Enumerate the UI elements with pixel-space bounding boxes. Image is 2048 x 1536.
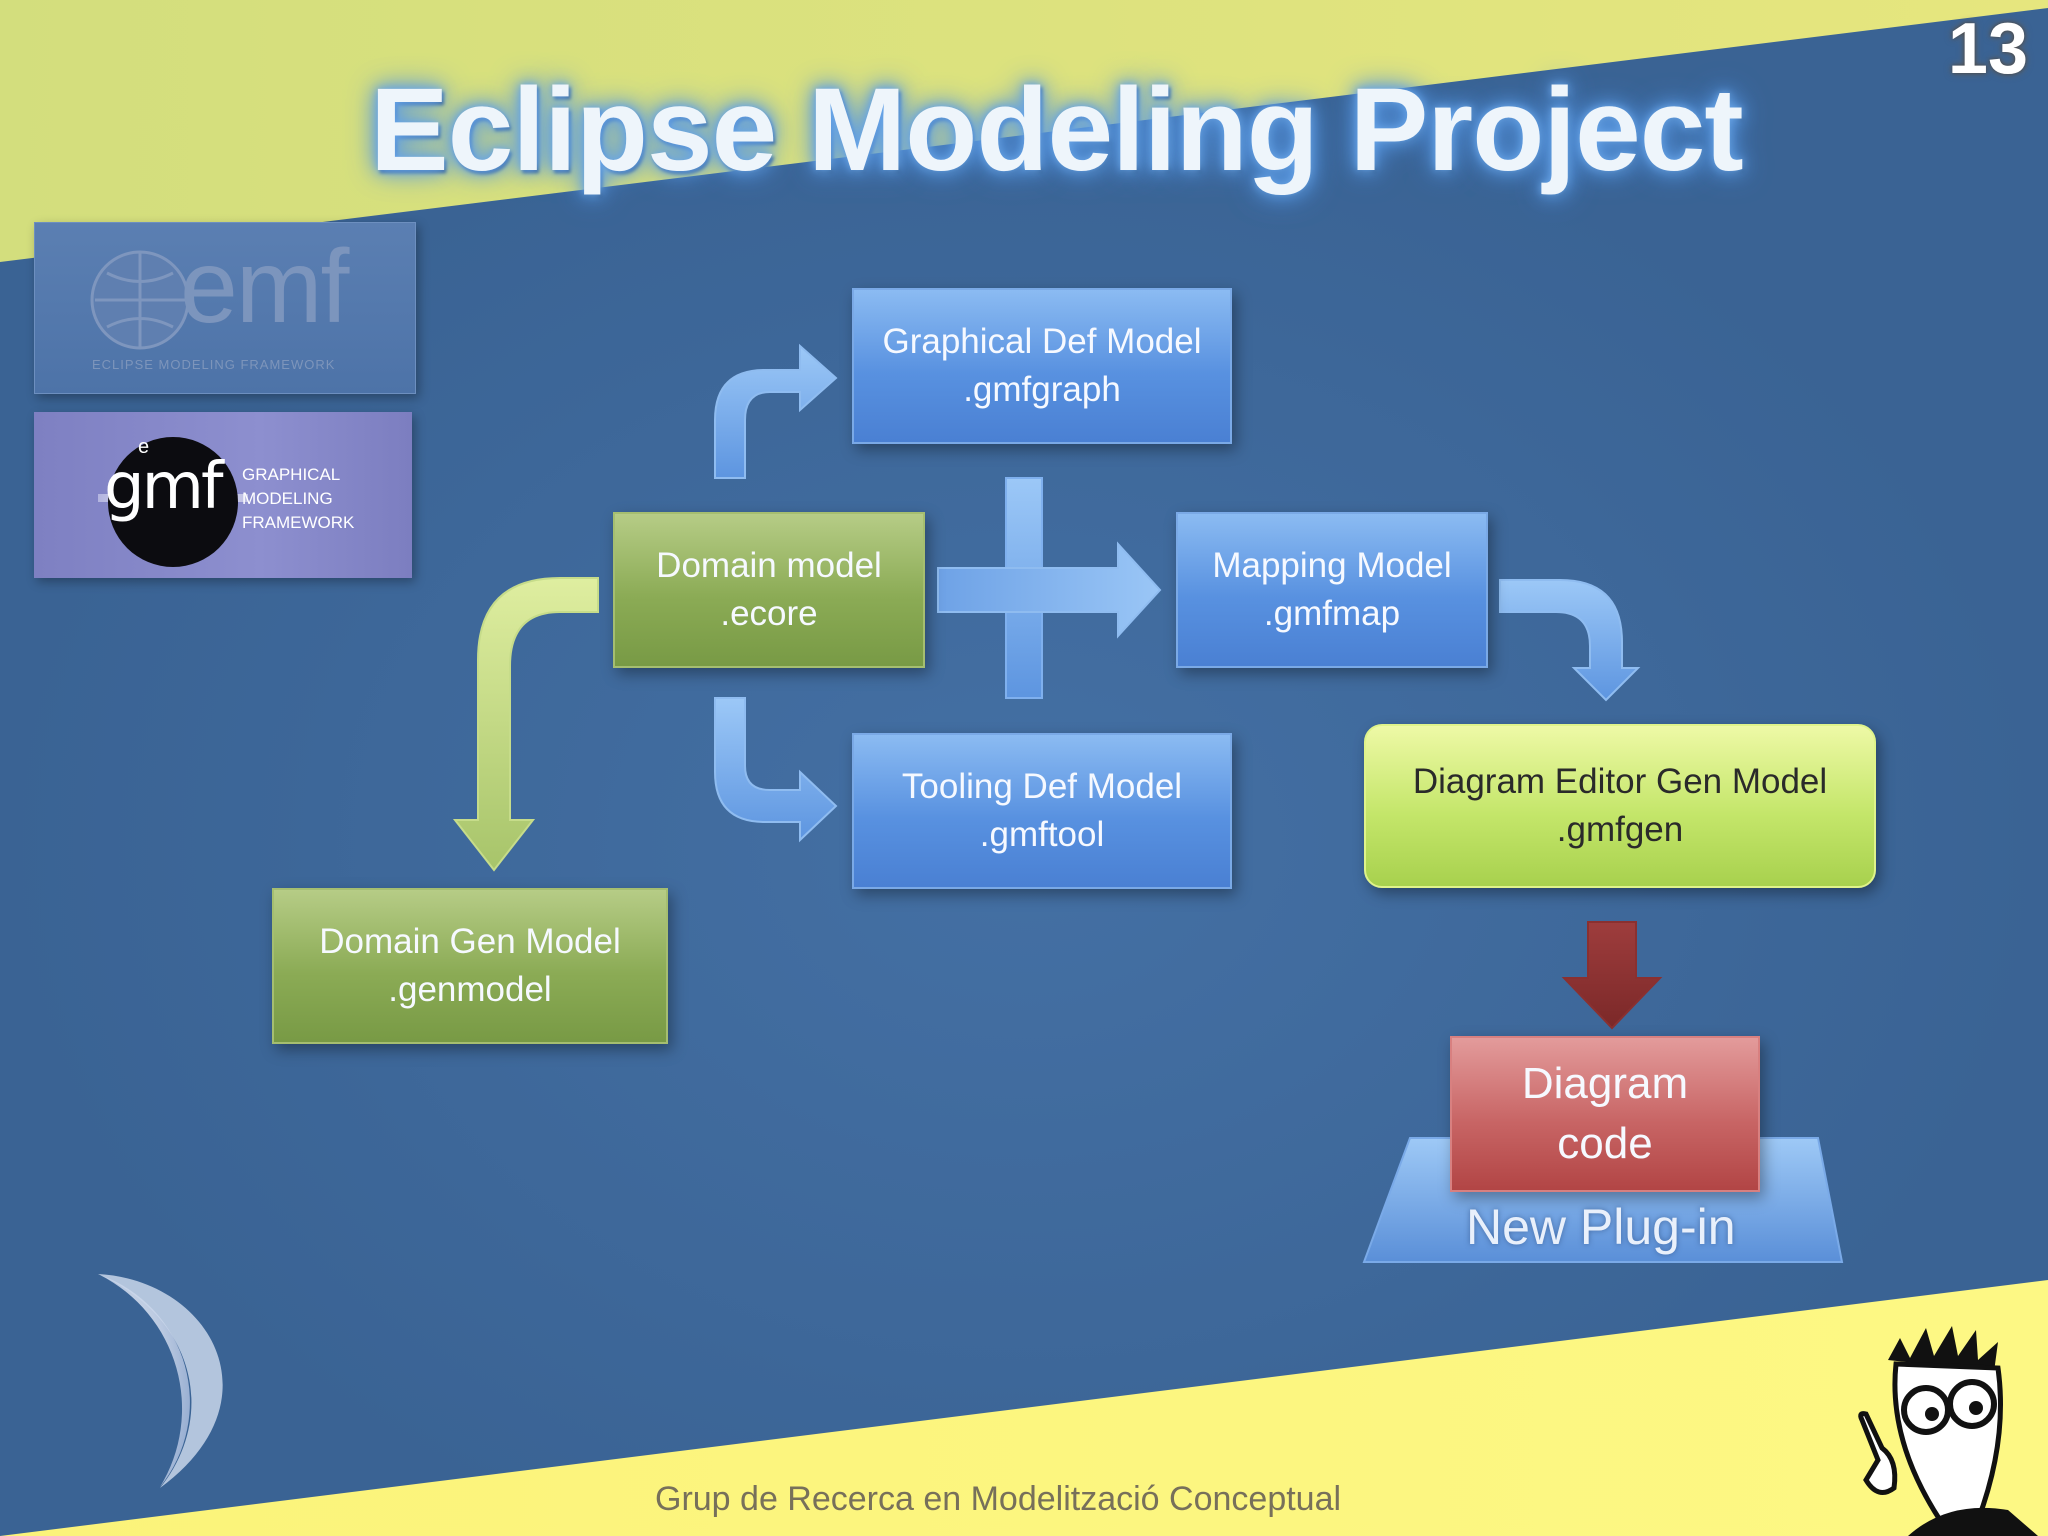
node-domain-model-ext: .ecore [720,594,818,633]
gmf-line-graphical: GRAPHICAL [242,465,341,484]
node-graphical-def-model-ext: .gmfgraph [963,370,1121,409]
slide-number: 13 [1947,9,2028,89]
node-domain-gen-model: Domain Gen Model .genmodel [272,888,668,1044]
node-graphical-def-model: Graphical Def Model .gmfgraph [852,288,1232,444]
mascot-illustration [1858,1326,2038,1536]
emf-logo-tagline: ECLIPSE MODELING FRAMEWORK [92,357,336,372]
node-diagram-editor-gen-model-name: Diagram Editor Gen Model [1412,762,1828,801]
gmf-logo: gmf e [34,412,412,578]
slide-footer: Grup de Recerca en Modelització Conceptu… [655,1480,1342,1518]
gmf-emblem-icon [98,437,248,567]
node-tooling-def-model: Tooling Def Model .gmftool [852,733,1232,889]
new-plugin-label: New Plug-in [1466,1199,1736,1255]
node-diagram-code-line1: Diagram [1521,1059,1689,1108]
node-graphical-def-model-name: Graphical Def Model [882,322,1202,361]
node-diagram-editor-gen-model: Diagram Editor Gen Model .gmfgen [1364,724,1876,888]
node-domain-model: Domain model .ecore [613,512,925,668]
node-mapping-model-ext: .gmfmap [1263,594,1401,633]
node-diagram-code: Diagram code [1450,1036,1760,1192]
node-domain-model-name: Domain model [656,546,882,585]
node-diagram-code-line2: code [1557,1119,1653,1168]
globe-icon [90,250,190,350]
slide-title: Eclipse Modeling Project [370,64,1744,196]
node-tooling-def-model-ext: .gmftool [979,815,1105,854]
gmf-line-modeling: MODELING [242,489,333,508]
emf-logo-text: emf [180,229,349,345]
emf-logo [34,222,416,394]
node-diagram-editor-gen-model-ext: .gmfgen [1556,810,1684,849]
node-domain-gen-model-name: Domain Gen Model [319,922,621,961]
gmf-emblem-text: gmf [104,450,223,524]
node-domain-gen-model-ext: .genmodel [388,970,552,1009]
node-tooling-def-model-name: Tooling Def Model [901,767,1183,806]
gmf-emblem-superscript: e [138,436,150,458]
node-mapping-model-name: Mapping Model [1212,546,1452,585]
node-mapping-model: Mapping Model .gmfmap [1176,512,1488,668]
gmf-logo-lines: GRAPHICAL MODELING FRAMEWORK [242,463,354,535]
gmf-line-framework: FRAMEWORK [242,513,355,532]
